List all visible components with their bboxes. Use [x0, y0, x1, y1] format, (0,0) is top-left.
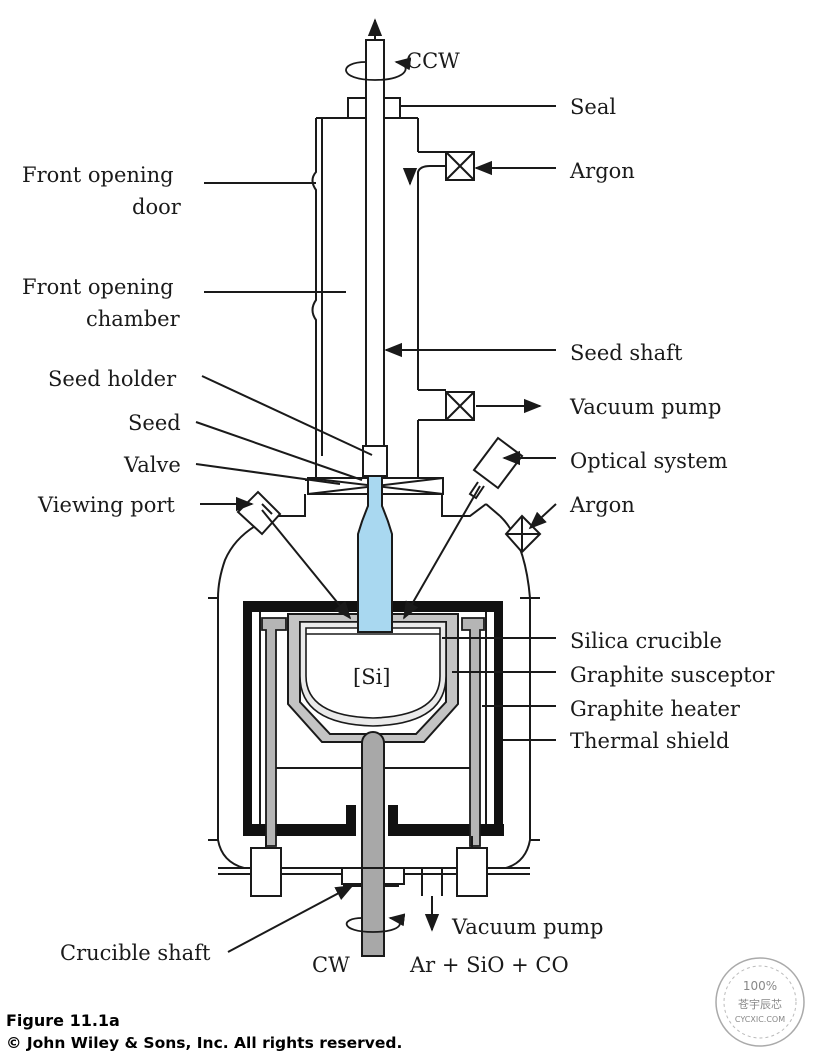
label-seal: Seal: [570, 95, 616, 119]
watermark-stamp: 100% 苍宇辰芯 CYCXIC.COM: [715, 957, 805, 1047]
label-seed-holder: Seed holder: [48, 367, 177, 391]
furnace-chamber: [208, 494, 540, 896]
seed-shaft: [365, 39, 385, 453]
label-seed: Seed: [128, 411, 181, 435]
label-vacuum-pump-bottom: Vacuum pump: [451, 915, 603, 939]
label-valve: Valve: [123, 453, 181, 477]
graphite-heater: [261, 617, 485, 847]
label-front-opening-chamber-2: chamber: [86, 307, 181, 331]
seed-holder: [362, 445, 388, 477]
label-argon-side: Argon: [569, 493, 635, 517]
stamp-top: 100%: [743, 979, 777, 993]
stamp-middle: 苍宇辰芯: [738, 997, 782, 1011]
label-optical-system: Optical system: [570, 449, 728, 473]
label-graphite-heater: Graphite heater: [570, 697, 741, 721]
label-front-opening-door-2: door: [132, 195, 182, 219]
label-silica-crucible: Silica crucible: [570, 629, 722, 653]
label-si-melt: [Si]: [353, 665, 391, 689]
vacuum-valve-icon: [445, 391, 475, 421]
label-seed-shaft: Seed shaft: [570, 341, 683, 365]
silicon-crystal: [357, 475, 393, 633]
label-argon-top: Argon: [569, 159, 635, 183]
argon-valve-top-icon: [445, 151, 475, 181]
heater-electrodes: [250, 836, 488, 897]
viewing-port: [236, 490, 282, 536]
ccw-rotation-icon: [345, 57, 412, 81]
label-front-opening-chamber-1: Front opening: [22, 275, 174, 299]
copyright-notice: © John Wiley & Sons, Inc. All rights res…: [6, 1034, 403, 1052]
label-vacuum-pump-top: Vacuum pump: [569, 395, 721, 419]
label-crucible-shaft: Crucible shaft: [60, 941, 211, 965]
figure-caption: Figure 11.1a: [6, 1011, 120, 1030]
argon-valve-side-icon: [485, 503, 542, 554]
label-exhaust-gas: Ar + SiO + CO: [409, 953, 569, 977]
label-ccw: CCW: [406, 49, 460, 73]
label-front-opening-door-1: Front opening: [22, 163, 174, 187]
label-graphite-susceptor: Graphite susceptor: [570, 663, 775, 687]
cw-rotation-icon: [345, 913, 406, 933]
silica-crucible: [299, 621, 447, 727]
label-viewing-port: Viewing port: [37, 493, 175, 517]
label-cw: CW: [312, 953, 350, 977]
stamp-bottom: CYCXIC.COM: [735, 1015, 785, 1024]
label-thermal-shield: Thermal shield: [570, 729, 729, 753]
